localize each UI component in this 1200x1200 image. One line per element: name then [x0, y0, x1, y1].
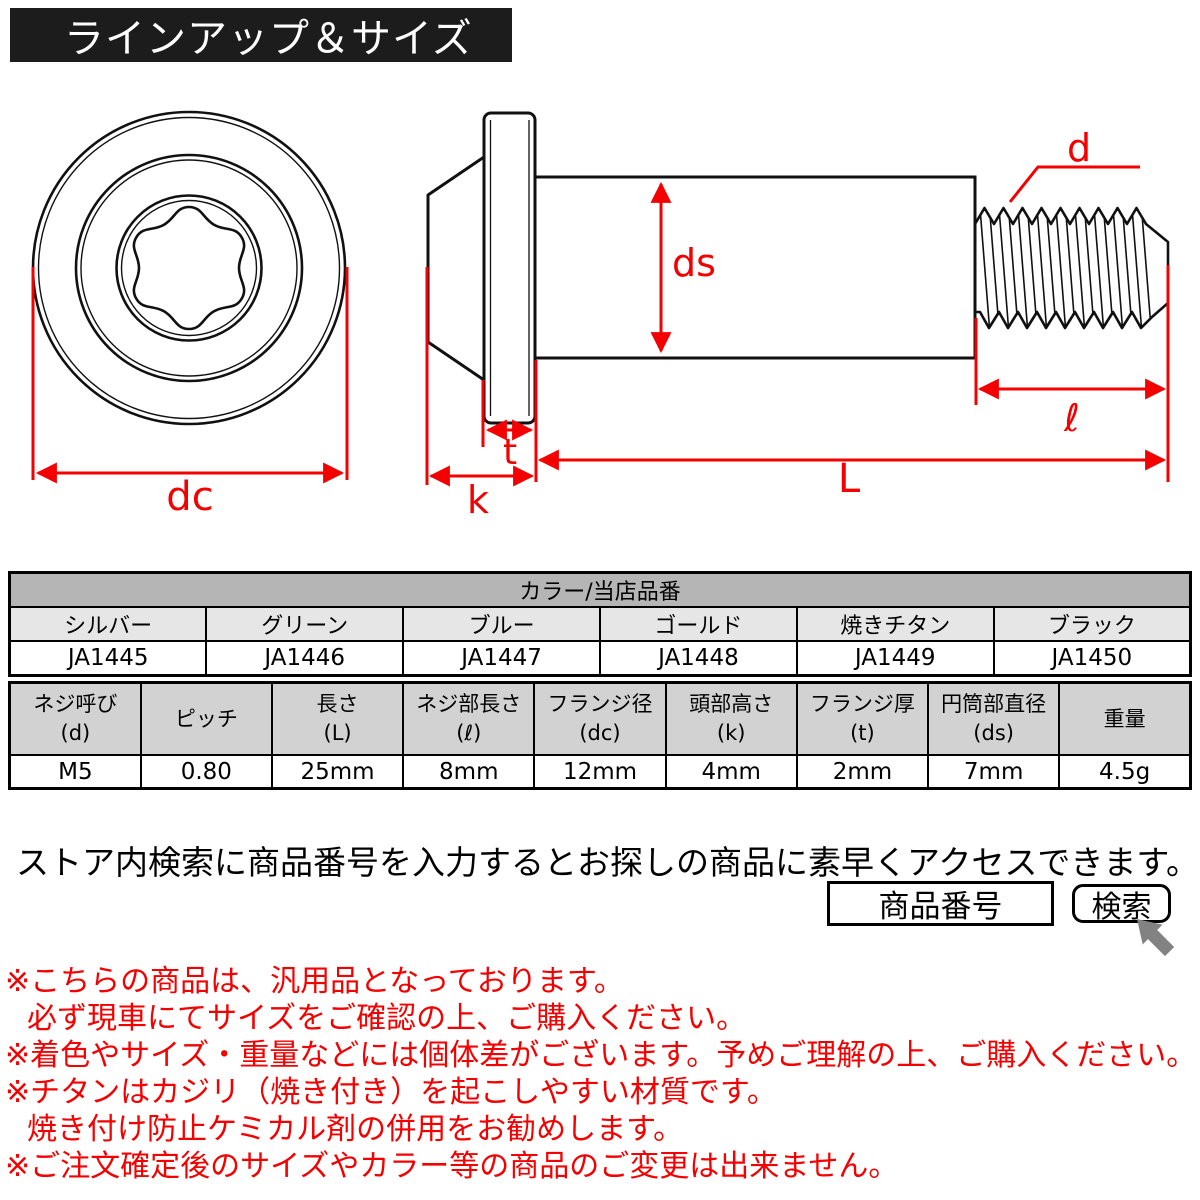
- bolt-shank: [533, 175, 977, 360]
- flange-inner-line: [37, 116, 341, 420]
- color-cell: ゴールド: [598, 606, 798, 642]
- note-line: ※こちらの商品は、汎用品となっております。: [5, 964, 624, 999]
- size-spec-table: ネジ呼び(d) ピッチ 長さ(L) ネジ部長さ(ℓ) フランジ径(dc) 頭部高…: [8, 681, 1192, 790]
- spec-value: 12mm: [533, 754, 667, 790]
- note-line: ※ご注文確定後のサイズやカラー等の商品のご変更は出来ません。: [5, 1149, 899, 1184]
- bolt-head-profile: [426, 155, 485, 382]
- dim-label-ds: ds: [672, 241, 716, 285]
- section-title: ラインアップ＆サイズ: [64, 16, 473, 62]
- note-line: 必ず現車にてサイズをご確認の上、ご購入ください。: [27, 1001, 747, 1036]
- color-cell: グリーン: [205, 606, 405, 642]
- spec-value: 25mm: [270, 754, 405, 790]
- color-code-table: カラー/当店品番 シルバー グリーン ブルー ゴールド 焼きチタン ブラック J…: [8, 571, 1192, 677]
- note-line: 焼き付け防止ケミカル剤の併用をお勧めします。: [27, 1112, 684, 1147]
- thread-hatch-lines: [979, 208, 1152, 328]
- dim-label-L: L: [838, 456, 861, 502]
- dim-label-d: d: [1067, 126, 1091, 170]
- head-outer-circle: [74, 153, 304, 383]
- color-cell: ブラック: [992, 606, 1192, 642]
- spec-value: 2mm: [795, 754, 930, 790]
- spec-header: ピッチ: [139, 681, 273, 756]
- disclaimer-notes: ※こちらの商品は、汎用品となっております。 必ず現車にてサイズをご確認の上、ご購…: [5, 963, 1196, 1185]
- color-table-header: カラー/当店品番: [8, 571, 1192, 608]
- note-line: ※チタンはカジリ（焼き付き）を起こしやすい材質です。: [5, 1075, 777, 1110]
- code-cell: JA1445: [8, 640, 208, 677]
- color-cell: ブルー: [402, 606, 601, 642]
- torx-socket-icon: [132, 205, 246, 331]
- cursor-arrow-icon: [1137, 919, 1175, 957]
- dim-label-t: t: [503, 432, 517, 473]
- code-cell: JA1449: [795, 640, 995, 677]
- section-title-banner: ラインアップ＆サイズ: [10, 8, 512, 62]
- search-button[interactable]: 検索: [1072, 884, 1171, 925]
- color-cell: シルバー: [8, 606, 208, 642]
- product-number-label: 商品番号: [878, 889, 1003, 925]
- code-cell: JA1446: [205, 640, 405, 677]
- spec-value: 8mm: [402, 754, 536, 790]
- note-line: ※着色やサイズ・重量などには個体差がございます。予めご理解の上、ご購入ください。: [5, 1038, 1197, 1073]
- bolt-dimension-diagram: dc ds d t k ℓ L: [31, 110, 1170, 522]
- spec-header: フランジ厚(t): [795, 681, 930, 756]
- spec-header: 頭部高さ(k): [664, 681, 798, 756]
- spec-header: ネジ部長さ(ℓ): [402, 681, 536, 756]
- code-cell: JA1447: [402, 640, 601, 677]
- socket-rim-inner-line: [120, 199, 258, 337]
- spec-value: 0.80: [139, 754, 273, 790]
- code-cell: JA1450: [992, 640, 1192, 677]
- socket-rim-circle: [115, 194, 263, 342]
- search-hint-text: ストア内検索に商品番号を入力するとお探しの商品に素早くアクセスできます。: [16, 843, 1200, 882]
- dim-label-thread-length: ℓ: [1063, 396, 1080, 440]
- spec-header: フランジ径(dc): [533, 681, 667, 756]
- code-cell: JA1448: [598, 640, 798, 677]
- dim-label-k: k: [467, 478, 489, 522]
- spec-header: 長さ(L): [270, 681, 405, 756]
- color-cell: 焼きチタン: [795, 606, 995, 642]
- spec-value: 7mm: [927, 754, 1061, 790]
- search-button-label: 検索: [1091, 889, 1152, 925]
- spec-header: ネジ呼び(d): [8, 681, 142, 756]
- product-number-field[interactable]: 商品番号: [827, 881, 1054, 926]
- bolt-front-view: [31, 110, 347, 426]
- head-inner-line: [80, 159, 298, 377]
- spec-value: M5: [8, 754, 142, 790]
- spec-header: 円筒部直径(ds): [927, 681, 1061, 756]
- bolt-flange: [482, 111, 537, 425]
- dim-label-dc: dc: [166, 474, 213, 520]
- spec-value: 4.5g: [1058, 754, 1192, 790]
- bolt-side-view: [426, 111, 1170, 425]
- spec-value: 4mm: [664, 754, 798, 790]
- dimension-lines: dc ds d t k ℓ L: [31, 126, 1170, 522]
- spec-header: 重量: [1058, 681, 1192, 756]
